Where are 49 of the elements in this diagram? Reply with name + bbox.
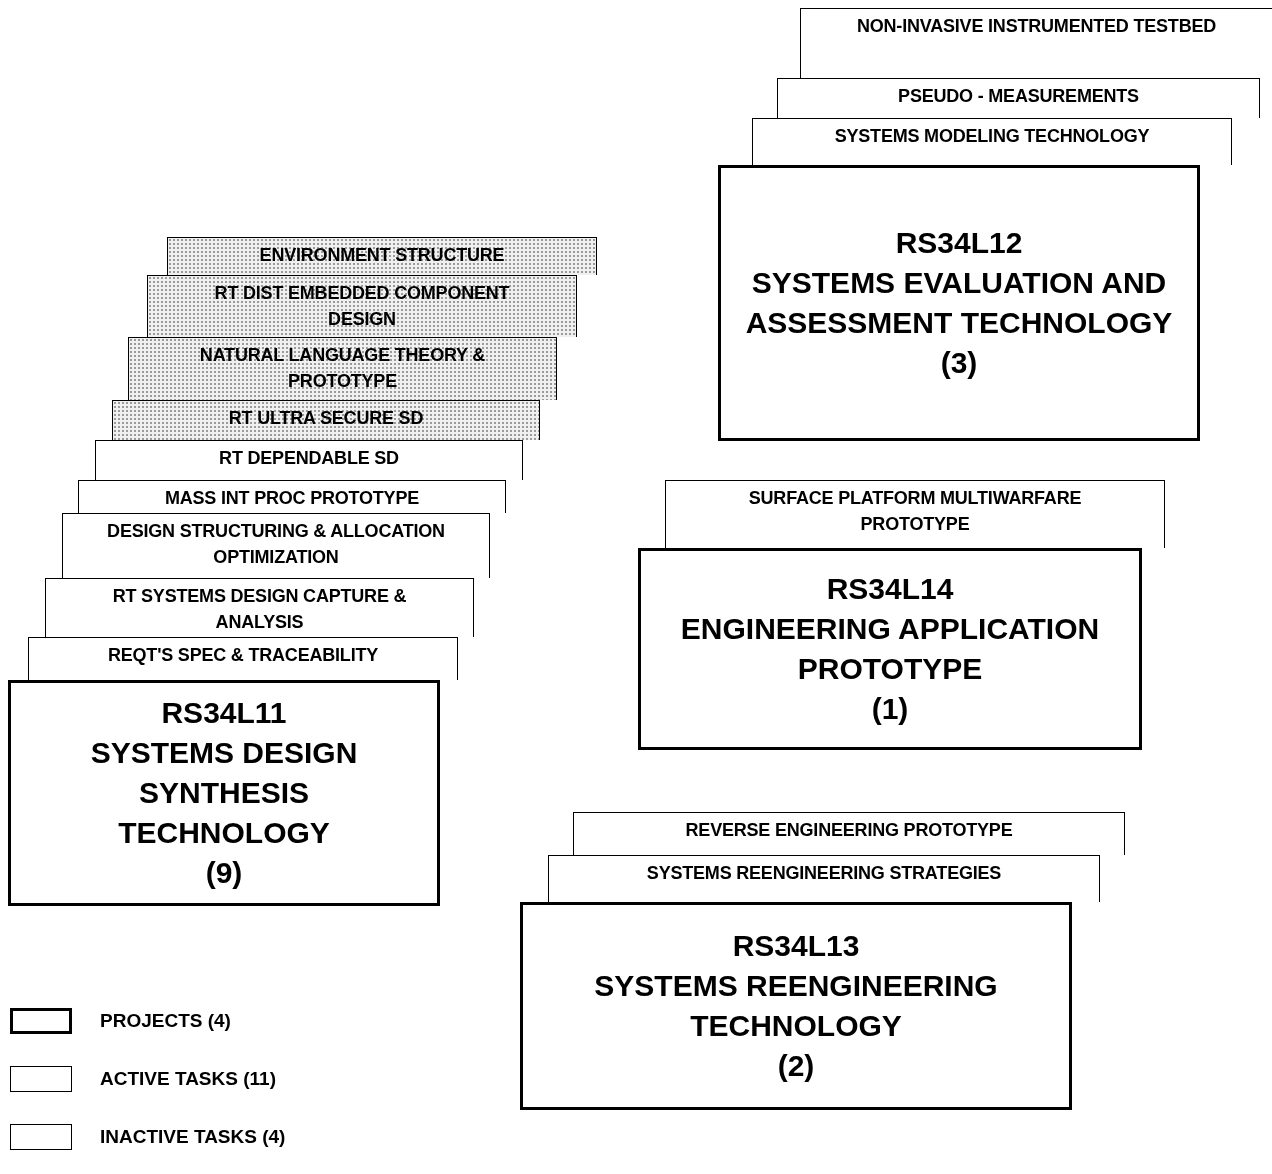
task-title: RT DIST EMBEDDED COMPONENT DESIGN [213,282,511,331]
task-title: RT SYSTEMS DESIGN CAPTURE & ANALYSIS [111,585,408,634]
task-card [147,275,577,337]
task-title: REQT'S SPEC & TRACEABILITY [107,644,379,667]
task-title: SYSTEMS REENGINEERING STRATEGIES [646,862,1002,885]
task-card [573,812,1125,855]
project-title: SYSTEMS DESIGN SYNTHESIS TECHNOLOGY [89,735,359,851]
project-code: RS34L14 [825,571,955,607]
task-title: PSEUDO - MEASUREMENTS [898,85,1139,108]
task-card [128,337,557,400]
legend-label: ACTIVE TASKS (11) [100,1068,276,1090]
project-title: ENGINEERING APPLICATION PROTOTYPE [679,611,1101,687]
project-code: RS34L13 [731,928,861,964]
task-title: SURFACE PLATFORM MULTIWARFARE PROTOTYPE [747,487,1083,536]
task-card [665,480,1165,548]
project-title: SYSTEMS EVALUATION AND ASSESSMENT TECHNOLOGY [744,265,1174,341]
task-card [752,118,1232,165]
task-card [548,855,1100,902]
project-card [638,548,1142,750]
task-card [167,237,597,275]
project-title: SYSTEMS REENGINEERING TECHNOLOGY [593,968,999,1044]
task-card [800,8,1272,78]
task-card [95,440,523,480]
task-count: (3) [939,345,979,381]
project-card [8,680,440,906]
legend-label: PROJECTS (4) [100,1010,231,1032]
task-card [112,400,540,440]
task-count: (2) [776,1048,816,1084]
task-title: NON-INVASIVE INSTRUMENTED TESTBED [856,15,1217,38]
task-card [45,578,474,637]
task-title: REVERSE ENGINEERING PROTOTYPE [685,819,1013,842]
task-card [78,480,506,513]
task-title: MASS INT PROC PROTOTYPE [164,487,420,510]
task-card [62,513,490,578]
task-card [28,637,458,680]
project-card [520,902,1072,1110]
task-card [777,78,1260,118]
task-count: (1) [870,691,910,727]
task-title: SYSTEMS MODELING TECHNOLOGY [834,125,1150,148]
legend-label: INACTIVE TASKS (4) [100,1126,286,1148]
project-code: RS34L11 [160,695,288,731]
project-code: RS34L12 [894,225,1024,261]
task-count: (9) [204,855,244,891]
task-title: RT ULTRA SECURE SD [228,407,424,430]
task-title: DESIGN STRUCTURING & ALLOCATION OPTIMIZATION [107,520,445,569]
task-title: NATURAL LANGUAGE THEORY & PROTOTYPE [198,344,487,393]
task-title: RT DEPENDABLE SD [219,447,399,470]
project-card [718,165,1200,441]
task-title: ENVIRONMENT STRUCTURE [259,244,505,267]
